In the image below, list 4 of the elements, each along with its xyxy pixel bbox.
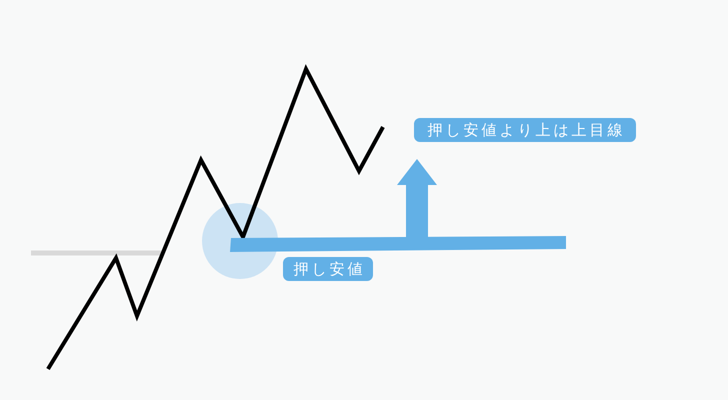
callout-tag: 押し安値より上は上目線 — [414, 118, 636, 142]
block-arrow — [397, 159, 437, 237]
callout-tag: 押し安値 — [283, 257, 373, 281]
support-bar — [230, 236, 566, 252]
